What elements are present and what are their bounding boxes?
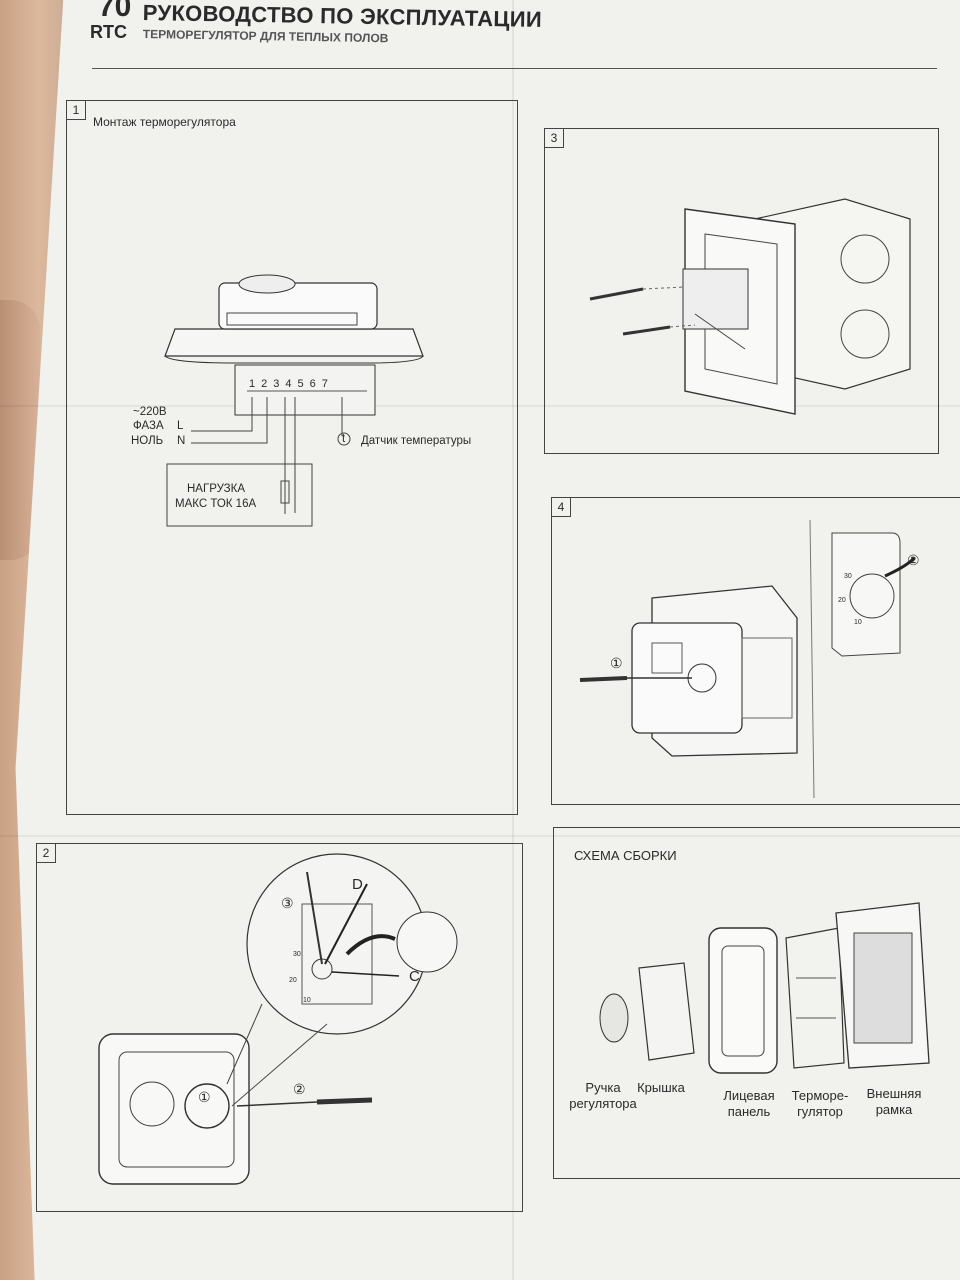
point-c-label: C <box>409 968 420 985</box>
dial-mark-10: 10 <box>303 997 311 1004</box>
terminal-5: 5 <box>297 378 310 390</box>
point-d-label: D <box>352 876 363 893</box>
panel-number: 1 <box>67 101 86 120</box>
page-number: 70 <box>98 0 132 23</box>
panel-4-remove-knob: 4 ① ② 30 20 10 <box>551 497 960 805</box>
dial-mark-20: 20 <box>838 597 846 604</box>
knob-removal-illustration <box>579 519 916 799</box>
step-3-marker: ③ <box>281 895 294 911</box>
caption-outer-frame: Внешняя рамка <box>866 1086 922 1117</box>
caption-cover: Крышка <box>637 1080 685 1095</box>
terminal-1: 1 <box>249 378 262 390</box>
terminal-numbers: 1234567 <box>249 377 334 391</box>
calibration-illustration <box>98 853 458 1185</box>
terminal-2: 2 <box>261 378 274 390</box>
load-label-1: НАГРУЗКА <box>187 483 245 495</box>
panel-2-calibration: 2 ① ② ③ D C 30 20 10 <box>36 843 523 1212</box>
terminal-6: 6 <box>309 378 322 390</box>
load-label-2: МАКС ТОК 16А <box>175 498 257 510</box>
step-1-marker: ① <box>198 1089 211 1105</box>
fold-line-horizontal-lower <box>0 835 960 837</box>
fold-line-horizontal <box>0 405 960 407</box>
panel-3-mounting: 3 <box>544 128 939 454</box>
wiring-diagram <box>164 274 424 527</box>
sensor-symbol: t <box>342 433 346 445</box>
step-2-marker: ② <box>907 552 920 568</box>
phase-label: ФАЗА <box>133 420 164 432</box>
panel-number: 3 <box>545 129 564 148</box>
caption-thermostat: Терморе- гулятор <box>791 1088 849 1119</box>
step-1-marker: ① <box>610 655 623 671</box>
panel-number: 4 <box>552 498 571 517</box>
dial-mark-20: 20 <box>289 977 297 984</box>
caption-knob: Ручка регулятора <box>569 1080 637 1111</box>
panel-title: Монтаж терморегулятора <box>93 115 236 129</box>
dial-mark-30: 30 <box>293 951 301 958</box>
assembly-title: СХЕМА СБОРКИ <box>574 848 677 863</box>
fold-line-vertical <box>512 0 514 1280</box>
voltage-label: ~220В <box>133 406 167 418</box>
step-2-marker: ② <box>293 1081 306 1097</box>
dial-mark-10: 10 <box>854 619 862 626</box>
panel-number: 2 <box>37 844 56 863</box>
terminal-4: 4 <box>285 378 298 390</box>
terminal-3: 3 <box>273 378 286 390</box>
neutral-label: НОЛЬ <box>131 435 164 447</box>
header-rule <box>92 68 937 69</box>
mounting-illustration <box>589 198 911 415</box>
assembly-illustration <box>599 902 930 1074</box>
panel-1-installation: 1 Монтаж терморегулятора 1234567 ~220В Ф… <box>66 100 518 815</box>
terminal-7: 7 <box>321 378 334 390</box>
sensor-label: Датчик температуры <box>361 435 472 447</box>
dial-mark-30: 30 <box>844 573 852 580</box>
phase-code: L <box>177 420 184 432</box>
model-name: RTC <box>90 22 127 42</box>
neutral-code: N <box>177 435 186 447</box>
panel-assembly-scheme: СХЕМА СБОРКИ Ручка регулятора Крышка Лиц… <box>553 827 960 1179</box>
caption-front-panel: Лицевая панель <box>723 1088 775 1119</box>
